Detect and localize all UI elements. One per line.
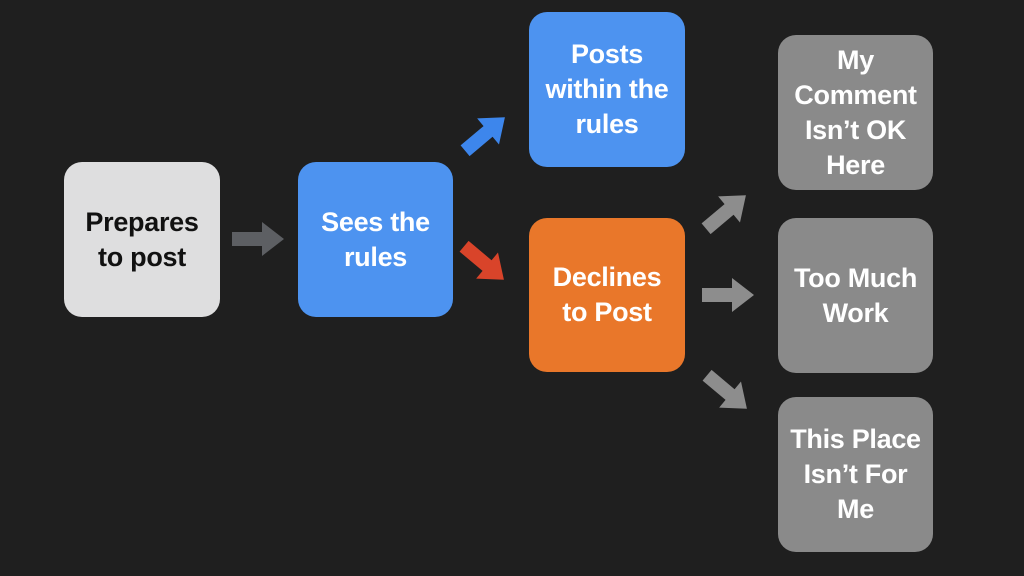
- node-declines-to-post: Declines to Post: [529, 218, 685, 372]
- arrow-sees-to-declines: [459, 240, 504, 280]
- arrow-declines-to-place: [702, 369, 747, 409]
- node-label: Sees the rules: [321, 206, 430, 272]
- node-place-not-for-me: This Place Isn’t For Me: [778, 397, 933, 552]
- node-posts-within-rules: Posts within the rules: [529, 12, 685, 167]
- node-label: Posts within the rules: [545, 39, 669, 139]
- node-prepares-to-post: Prepares to post: [64, 162, 220, 317]
- node-label: This Place Isn’t For Me: [790, 424, 921, 524]
- node-sees-the-rules: Sees the rules: [298, 162, 453, 317]
- node-label: Declines to Post: [552, 262, 662, 327]
- arrow-declines-to-comment: [701, 195, 746, 235]
- arrow-sees-to-posts: [460, 117, 505, 157]
- node-label: Too Much Work: [793, 262, 918, 328]
- node-comment-not-ok: My Comment Isn’t OK Here: [778, 35, 933, 190]
- node-too-much-work: Too Much Work: [778, 218, 933, 373]
- node-label: My Comment Isn’t OK Here: [794, 44, 917, 180]
- node-label: Prepares to post: [85, 206, 199, 272]
- arrow-declines-to-work: [702, 278, 754, 312]
- arrow-prepares-to-sees: [232, 222, 284, 256]
